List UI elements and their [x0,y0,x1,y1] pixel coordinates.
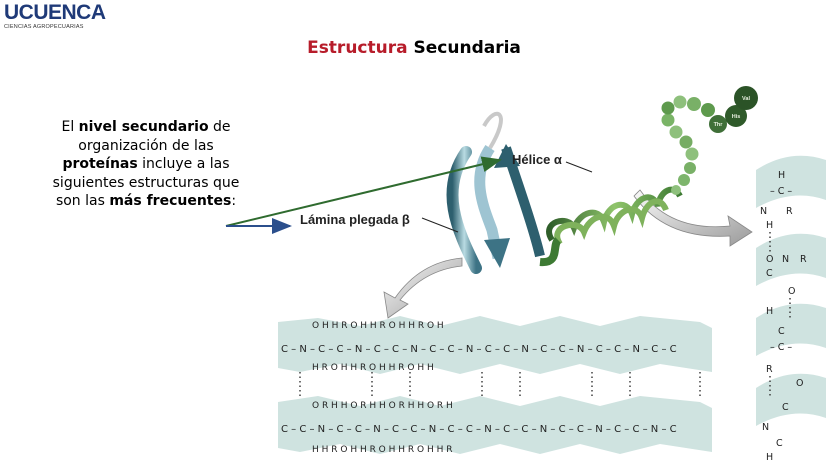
logo-subtitle: CIENCIAS AGROPECUARIAS [4,24,84,30]
sheet-zoom-arrow [383,257,463,319]
para-bold-2: proteínas [62,156,138,173]
svg-text:N: N [782,254,789,265]
para-text-3: incluye a las siguientes estructuras que… [52,156,240,210]
page-title: Estructura Secundaria [0,38,828,58]
residue-his-bead [725,105,747,127]
svg-text:C: C [776,438,783,449]
helix-coil [539,186,683,267]
svg-text:C: C [766,268,773,279]
svg-text:C: C [778,326,785,337]
residue-val-label: Val [742,96,750,102]
helix-beads [661,86,758,195]
sheet-chain-top: C – N – C – C – N – C – C – N – C – C – … [281,344,677,355]
para-bold-3: más frecuentes [109,193,232,210]
residue-thr-bead [709,115,727,133]
beta-sheet-diagram: C – N – C – C – N – C – C – N – C – C – … [278,316,712,455]
svg-text:O R H H O: O R H H O R H H O R H H O R H [312,401,453,411]
svg-text:N: N [760,206,767,217]
para-text-1: El [61,119,79,135]
residue-thr-label: Thr [714,122,724,128]
logo-brand: UCUENCA [4,1,106,24]
svg-text:N: N [762,422,769,433]
arrow-to-helix [225,156,502,227]
svg-text:C: C [782,402,789,413]
svg-text:H H R O H H R: H H R O H H R O H H R O H H R [312,445,452,455]
svg-text:H: H [766,306,773,317]
para-text-4: : [231,193,237,210]
residue-val-bead [734,86,758,110]
para-text-2: de organización de las [78,119,231,154]
svg-text:– C –: – C – [770,342,792,353]
ucuenca-logo: UCUENCA CIENCIAS AGROPECUARIAS [4,2,114,36]
sheet-label: Lámina plegada β [300,212,410,227]
sheet-label-pointer [421,217,459,233]
helix-label-pointer [565,161,593,173]
residue-his-label: His [732,114,741,120]
svg-text:R: R [786,206,793,217]
title-part2: Secundaria [413,38,521,58]
svg-text:R: R [766,364,773,375]
svg-text:O: O [766,254,773,265]
svg-text:H: H [778,170,785,181]
para-bold-1: nivel secundario [78,119,209,135]
helix-zoom-arrow [633,189,753,247]
svg-text:R: R [800,254,807,265]
svg-text:O: O [796,378,803,389]
svg-text:H R O H H: H R O H H R O H H R O H H [312,363,434,373]
helix-label: Hélice α [512,152,562,167]
svg-text:– C –: – C – [770,186,792,197]
svg-text:O H H R O: O H H R O H H R O H H R O H [312,321,444,331]
sheet-chain-bottom: C – C – N – C – C – N – C – C – N – C – … [281,424,677,435]
svg-text:O: O [788,286,795,297]
svg-text:H: H [766,220,773,231]
svg-text:H: H [766,452,773,463]
title-part1: Estructura [307,38,408,58]
beta-strand-ribbon [446,111,545,274]
intro-paragraph: El nivel secundario de organización de l… [46,118,246,211]
